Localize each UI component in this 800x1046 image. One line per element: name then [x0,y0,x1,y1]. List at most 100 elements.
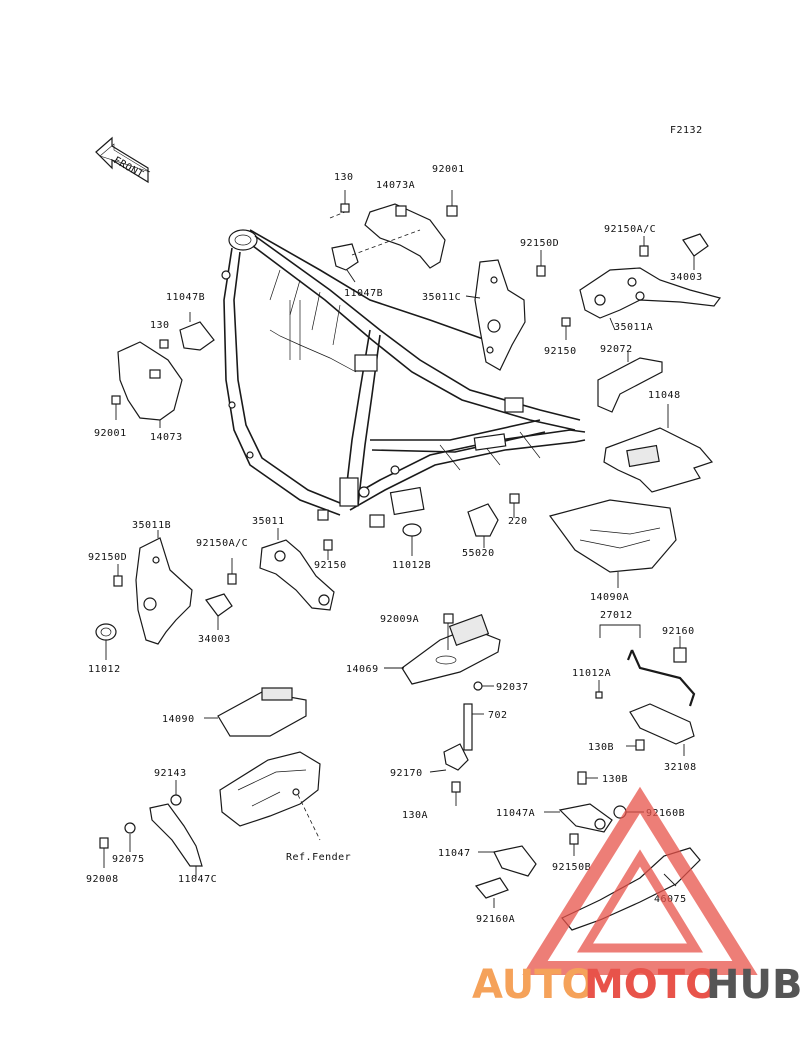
label-92150d-top: 92150D [520,238,559,249]
label-92037: 92037 [496,682,529,693]
frame-assembly [221,229,586,528]
bolt-92150b [569,833,579,856]
peg-34003-top [682,233,709,270]
label-35011c: 35011C [422,292,461,303]
clip-92037 [473,681,494,691]
watermark-auto: AUTO [472,962,596,1008]
label-34003-bot: 34003 [198,634,231,645]
rod-702 [463,703,484,751]
label-11047a: 11047A [496,808,535,819]
label-34003-top: 34003 [670,272,703,283]
bracket-32108 [629,703,695,756]
front-direction-arrow: FRONT [95,136,151,184]
bolt-92150ac-top [639,236,649,257]
label-35011a: 35011A [614,322,653,333]
label-92009a: 92009A [380,614,419,625]
label-92075: 92075 [112,854,145,865]
part-labels: 130 14073A 92001 11047B 92150D 35011C 92… [86,164,703,925]
bolt-92001-left [111,395,121,420]
label-14069: 14069 [346,664,379,675]
side-cover-14073 [117,341,183,428]
label-35011: 35011 [252,516,285,527]
label-92170: 92170 [390,768,423,779]
washer-92075 [124,822,136,852]
label-35011b: 35011B [132,520,171,531]
watermark-hub: HUB [706,962,800,1008]
footpeg-bracket-35011 [259,528,335,611]
bracket-11047b-left [179,312,215,351]
footpeg-bracket-35011a [579,267,722,331]
label-92143: 92143 [154,768,187,779]
bracket-11048 [603,404,714,493]
rod-27012 [599,624,696,707]
grommet-11012b [402,523,422,556]
cap-92160 [673,636,687,663]
label-92160: 92160 [662,626,695,637]
strap-92072 [597,352,663,413]
bolt-92150-r [561,317,571,340]
label-11047c: 11047C [178,874,217,885]
label-130-left: 130 [150,320,170,331]
label-92160a: 92160A [476,914,515,925]
bolt-130a [451,781,461,806]
guard-55020 [467,503,499,548]
label-27012: 27012 [600,610,633,621]
label-14090a: 14090A [590,592,629,603]
bolt-92001-top [446,190,458,217]
bolt-130-top [340,190,350,213]
ref-fender-note: Ref.Fender [286,852,351,863]
grommet-11012a [595,680,603,699]
footpeg-plate-35011c [465,259,526,371]
label-130a: 130A [402,810,428,821]
figure-code: F2132 [670,125,703,136]
watermark-text: AUTO MOTO HUB [472,962,800,1008]
label-11012a: 11012A [572,668,611,679]
label-11047: 11047 [438,848,471,859]
label-130b-c: 130B [602,774,628,785]
label-92150b: 92150B [552,862,591,873]
grommet-11012 [95,623,117,660]
bolt-92009a [443,613,454,650]
footpeg-plate-35011b [135,530,193,645]
label-92072: 92072 [600,344,633,355]
label-14090: 14090 [162,714,195,725]
bracket-11047b-top [329,211,421,283]
label-11012: 11012 [88,664,121,675]
label-702: 702 [488,710,508,721]
label-32108: 32108 [664,762,697,773]
battery-case [219,751,321,841]
label-11012b: 11012B [392,560,431,571]
plate-14069 [384,614,501,685]
bracket-11047a [544,803,613,833]
tray-14090a [548,499,677,588]
watermark-logo [522,786,758,975]
label-55020: 55020 [462,548,495,559]
bolt-130-left [159,339,169,349]
label-92008: 92008 [86,874,119,885]
label-14073: 14073 [150,432,183,443]
bracket-11047 [478,845,537,877]
cover-14090 [204,687,307,737]
label-92160b: 92160B [646,808,685,819]
label-92150d-left: 92150D [88,552,127,563]
label-220: 220 [508,516,528,527]
watermark-moto: MOTO [584,962,719,1008]
bolt-92150d-top [536,250,546,277]
bolt-92150d-left [113,564,123,587]
label-11047b-left: 11047B [166,292,205,303]
bolt-220 [509,493,520,518]
label-92001-left: 92001 [94,428,127,439]
bolt-92008 [99,837,109,868]
side-cover-14073a [364,203,446,269]
bracket-11047c [149,803,203,878]
label-14073a: 14073A [376,180,415,191]
label-92150ac-mid: 92150A/C [196,538,248,549]
label-92150-mid: 92150 [314,560,347,571]
spring-92170 [429,743,469,773]
label-130-top: 130 [334,172,354,183]
spacer-92160a [474,877,509,908]
label-130b-r: 130B [588,742,614,753]
label-92150-r: 92150 [544,346,577,357]
bolt-92150ac-mid [227,558,237,585]
